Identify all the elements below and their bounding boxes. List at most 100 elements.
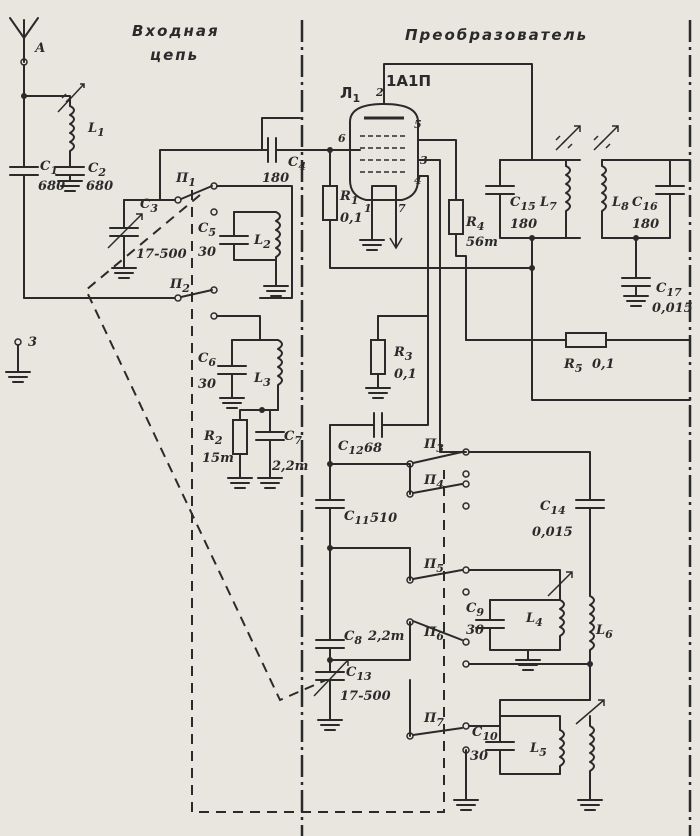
resistor-r4-icon [448,199,464,235]
label-C12: C12 [338,439,364,457]
label-L3: L3 [253,371,271,389]
ground-icon [365,387,391,399]
value-C8: 2,2m [367,629,404,644]
label-L4: L4 [525,611,543,629]
wire-top-c4 [159,149,263,201]
ground-terminal-label: 3 [28,335,37,350]
gang-linkage [84,194,327,702]
ground-terminal-icon [5,338,31,383]
antenna-label: А [34,41,46,56]
label-L6: L6 [595,623,613,641]
converter-section-title: Преобразователь [405,26,588,44]
coil-l2-icon [275,211,281,281]
wire-antenna-l1 [23,95,71,107]
ground-icon [263,285,289,297]
switch-p2-icon [174,286,218,320]
label-C7: C7 [284,429,302,447]
label-L8: L8 [611,195,629,213]
label-C13: C13 [346,665,372,683]
label-C9: C9 [466,601,484,619]
wire-l3-r2 [239,409,279,421]
label-C2: C2 [88,161,106,179]
label-R3: R3 [393,345,413,363]
cap-c12-icon [329,315,429,438]
label-R1: R1 [339,189,358,207]
pin-4: 4 [414,174,422,187]
coil-l3-icon [277,339,283,411]
ground-icon [257,477,283,489]
wire-pin4 [417,175,429,317]
ground-icon [111,267,137,279]
cap-c5-icon [219,211,249,257]
cap-c2-icon [55,159,85,181]
cap-c4-icon [261,137,361,163]
coil-l4-icon [527,571,573,651]
wire-p1-l2 [216,185,293,299]
wire-pin3-p3 [417,159,467,453]
value-C10: 30 [470,749,488,764]
cap-c9-icon [475,599,529,651]
value-R4: 56m [466,235,498,250]
value-C5: 30 [198,245,216,260]
ground-icon [317,719,343,731]
label-R5: R5 [563,357,582,375]
label-C4: C4 [288,155,306,173]
wire-p3-c14 [468,451,591,501]
input-section-title-2: цепь [150,46,199,64]
cap-c3-icon [109,199,139,269]
wire-c4-shield [261,117,301,151]
wire-c8-p6 [329,621,411,661]
wire-p2-l3 [216,315,261,341]
wire-p7-l5 [468,715,561,731]
label-P7: П7 [423,711,444,729]
ground-icon [57,180,83,192]
cap-c1-icon [9,159,39,299]
resistor-r5-icon [565,332,607,348]
coil-l1-icon [57,83,85,161]
input-section-title-1: Входная [132,22,220,40]
coil-l7-icon [555,125,581,239]
coil-l5-icon [559,729,565,775]
switch-p4-icon [406,480,470,510]
label-L7: L7 [539,195,557,213]
resistor-r3-icon [370,339,386,375]
label-C15: C15 [510,195,536,213]
value-C3: 17-500 [136,247,187,262]
arrow-pin7-icon [389,237,403,250]
resistor-r1-icon [322,185,338,221]
value-R3: 0,1 [394,367,417,382]
variable-arrow-c3-icon [107,213,143,249]
value-C13: 17-500 [340,689,391,704]
label-C10: C10 [472,725,498,743]
resistor-r2-icon [232,419,248,455]
wire-r1-bottom [329,219,533,269]
cap-c7-icon [255,409,285,479]
ground-icon [219,397,245,409]
value-R5: 0,1 [592,357,615,372]
label-P3: П3 [423,437,444,455]
ground-icon [623,295,649,307]
value-C14: 0,015 [532,525,573,540]
value-C9: 30 [466,623,484,638]
wire-c5-bottom [233,255,277,261]
value-C1: 680 [38,179,65,194]
label-C17: C17 [656,281,682,299]
value-C11: 510 [370,511,397,526]
value-C7: 2,2m [271,459,308,474]
label-C6: C6 [198,351,216,369]
label-L2: L2 [253,233,271,251]
label-R2: R2 [203,429,223,447]
value-C2: 680 [86,179,113,194]
label-C16: C16 [632,195,658,213]
cap-c15-icon [485,159,581,239]
wire-plate-l7 [383,63,533,161]
coil-l8-icon [593,125,619,239]
label-P1: П1 [175,171,196,189]
switch-p1-icon [174,182,218,216]
wire-c11-p3 [329,463,411,495]
label-R4: R4 [465,215,484,233]
label-L5: L5 [529,741,547,759]
label-C5: C5 [198,221,216,239]
wire-pin5-r4 [417,139,457,201]
